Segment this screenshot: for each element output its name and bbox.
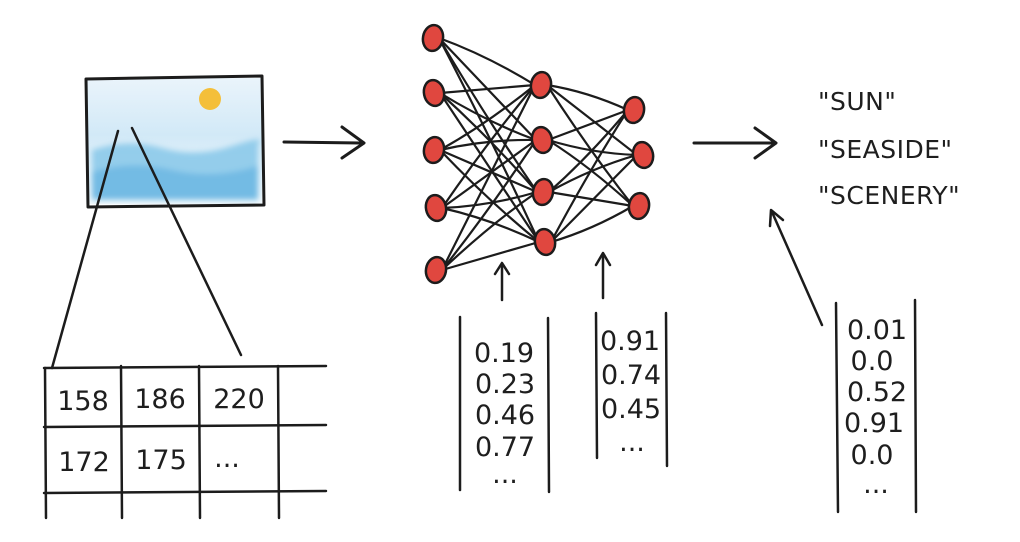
connection-line	[545, 83, 630, 112]
vector-value: 0.74	[601, 360, 661, 391]
neuron-layer-2	[530, 125, 554, 155]
vector-value: 0.46	[475, 400, 535, 431]
arrow-output-to-labels	[768, 208, 824, 327]
vector-value: 0.01	[847, 315, 907, 346]
connection-line	[547, 190, 635, 208]
vector-value: ...	[863, 469, 889, 500]
connection-line	[437, 36, 541, 244]
vector-value: 0.0	[851, 440, 894, 471]
neuron-layer-3	[631, 140, 655, 170]
vector-value: 0.91	[600, 326, 660, 357]
arrow-weights-2	[594, 251, 612, 300]
neuron-layer-1	[422, 135, 446, 165]
connection-line	[438, 148, 539, 194]
connection-line	[438, 83, 537, 95]
input-image	[84, 74, 266, 209]
connection-line	[440, 83, 537, 210]
connection-line	[440, 138, 538, 272]
grid-cell: 220	[213, 384, 265, 415]
zoom-lines	[50, 126, 243, 370]
network-neurons	[421, 23, 655, 285]
sea-band-lower	[92, 165, 258, 200]
connection-line	[440, 190, 539, 272]
vector-value: 0.77	[475, 432, 535, 463]
neuron-layer-1	[424, 193, 448, 223]
vector-value: 0.91	[844, 408, 904, 439]
output-vector: 0.01 0.0 0.52 0.91 0.0 ...	[834, 298, 918, 514]
connection-line	[440, 206, 541, 244]
label-scenery: "SCENERY"	[818, 181, 960, 210]
connection-line	[549, 108, 630, 244]
grid-cell: 172	[58, 447, 110, 478]
connection-line	[438, 91, 539, 194]
connection-line	[545, 83, 639, 157]
neuron-layer-2	[531, 177, 555, 207]
neuron-layer-1	[424, 255, 448, 285]
connection-line	[438, 83, 537, 152]
grid-cell: ...	[214, 443, 240, 474]
vector-value: 0.52	[847, 377, 907, 408]
arrow-network-to-labels	[692, 126, 778, 160]
connection-line	[438, 91, 541, 244]
label-seaside: "SEASIDE"	[818, 135, 953, 164]
vector-value: 0.45	[601, 394, 661, 425]
grid-cell: 158	[57, 386, 109, 417]
connection-line	[438, 148, 541, 244]
connection-line	[438, 138, 538, 152]
connection-line	[549, 153, 639, 244]
neuron-layer-1	[421, 23, 445, 53]
grid-cell: 186	[134, 384, 186, 415]
label-sun: "SUN"	[818, 87, 896, 116]
vector-value: 0.19	[474, 338, 534, 369]
connection-line	[440, 240, 541, 272]
arrow-weights-1	[493, 261, 511, 302]
neuron-layer-3	[622, 95, 646, 125]
arrow-image-to-network	[282, 125, 366, 160]
connection-line	[547, 153, 639, 194]
output-labels: "SUN" "SEASIDE" "SCENERY"	[818, 87, 960, 210]
connection-line	[440, 190, 539, 210]
neuron-layer-3	[627, 191, 651, 221]
pixel-grid: 158 186 220 172 175 ...	[42, 364, 328, 520]
vector-value: ...	[619, 427, 645, 458]
connection-line	[437, 36, 537, 87]
vector-value: 0.0	[851, 346, 894, 377]
connection-line	[437, 36, 539, 194]
sea-waves	[92, 139, 261, 200]
network-connections	[437, 36, 639, 272]
neuron-layer-2	[529, 70, 553, 100]
neuron-layer-2	[533, 227, 557, 257]
vector-value: ...	[492, 459, 518, 490]
vector-value: 0.23	[475, 369, 535, 400]
sun-icon	[199, 88, 221, 110]
connection-line	[440, 83, 537, 272]
connection-line	[549, 204, 635, 244]
weight-vector-2: 0.91 0.74 0.45 ...	[594, 311, 669, 468]
weight-vector-1: 0.19 0.23 0.46 0.77 ...	[458, 315, 551, 494]
connection-line	[547, 108, 630, 194]
connection-line	[545, 83, 635, 208]
connection-line	[440, 138, 538, 210]
grid-cell: 175	[135, 445, 187, 476]
neuron-layer-1	[422, 78, 446, 108]
connection-line	[546, 108, 630, 142]
